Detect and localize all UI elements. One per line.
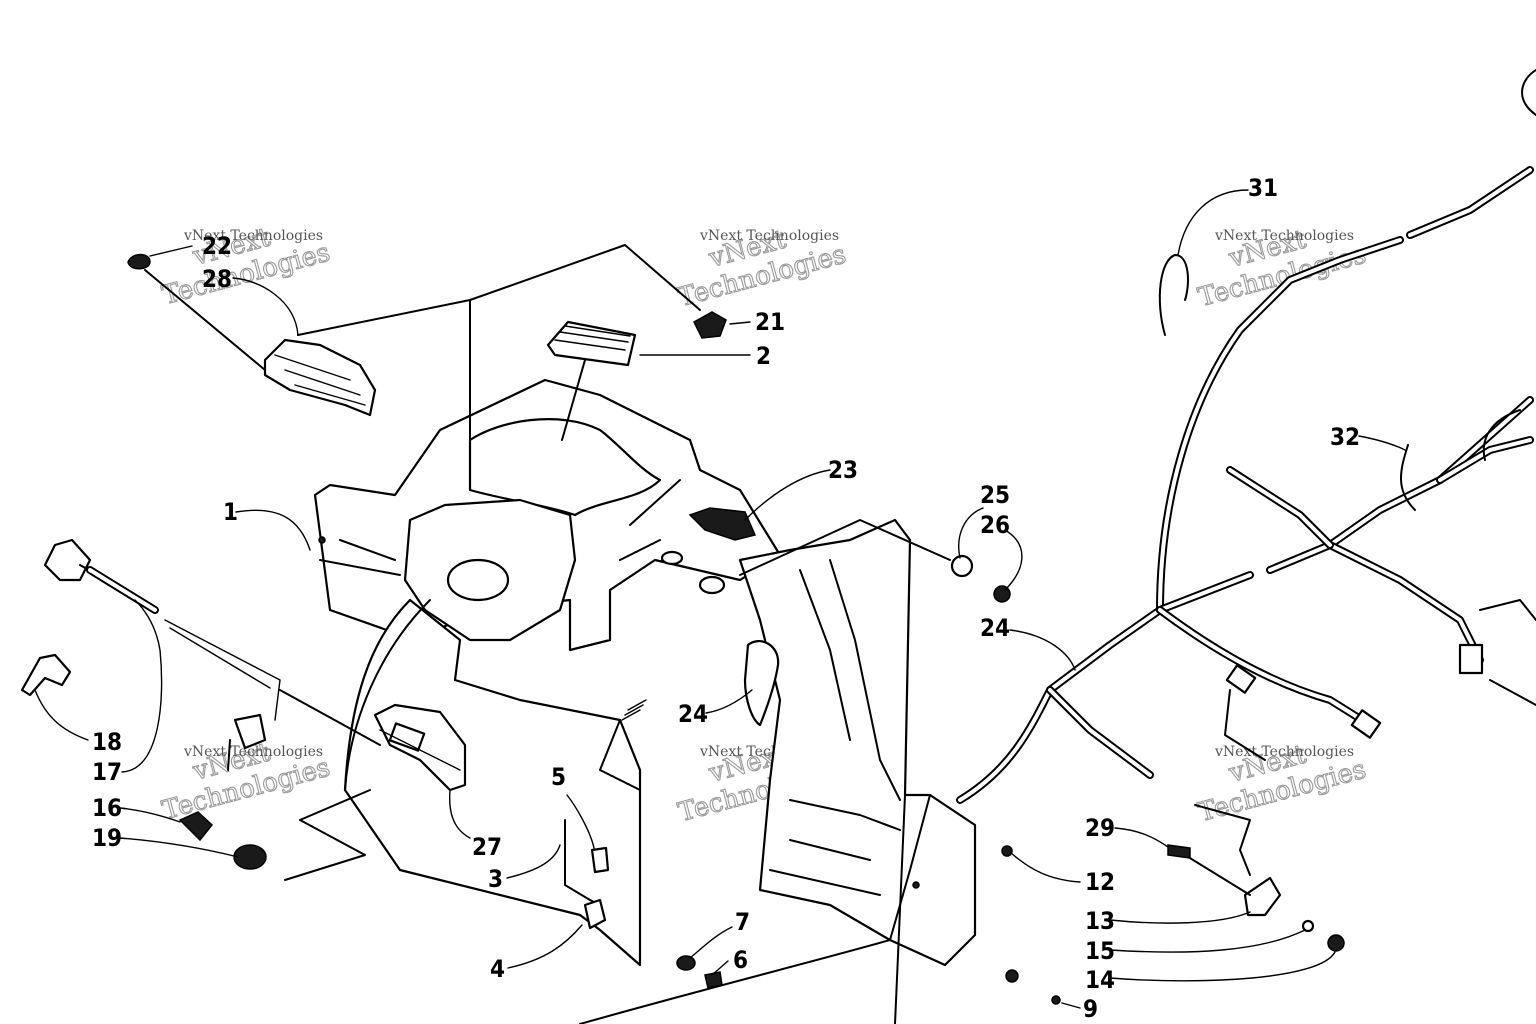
watermark-top-left: vNext Technologies xyxy=(159,222,334,312)
knob-14-part xyxy=(1327,934,1345,952)
callout-2: 2 xyxy=(756,342,771,370)
watermark-small: vNext Technologies xyxy=(183,228,323,244)
callout-17: 17 xyxy=(92,758,122,786)
watermark-small: vNext Technologies xyxy=(1214,744,1354,760)
washer-15-part xyxy=(1301,919,1315,933)
watermark-bottom-right: vNext Technologies xyxy=(1195,739,1370,829)
leader-lines xyxy=(34,189,1406,1009)
callout-14: 14 xyxy=(1085,966,1115,994)
console-body-part xyxy=(313,378,977,1024)
callout-13: 13 xyxy=(1085,907,1115,935)
callout-1: 1 xyxy=(223,498,238,526)
nut-9a-part xyxy=(1005,969,1019,983)
latch-part xyxy=(743,640,780,727)
callout-27: 27 xyxy=(472,833,502,861)
callout-9: 9 xyxy=(1083,995,1098,1023)
watermark-small: vNext Technologies xyxy=(1214,228,1354,244)
callout-4: 4 xyxy=(490,955,505,983)
bracket-4-part xyxy=(583,898,607,930)
watermark-small: vNext Technologies xyxy=(699,228,839,244)
clip-5-part xyxy=(590,846,610,874)
nut-9b-part xyxy=(1051,995,1061,1005)
bracket-part xyxy=(688,507,757,541)
decal-part xyxy=(546,320,637,441)
callout-21: 21 xyxy=(755,308,785,336)
callout-19: 19 xyxy=(92,824,122,852)
wiring-harness-part xyxy=(956,69,1536,876)
tail-light-part xyxy=(279,689,467,881)
wire-loop-part xyxy=(1158,254,1189,336)
headlight-lens-part xyxy=(144,269,377,417)
callout-22: 22 xyxy=(202,232,232,260)
wire-32-part xyxy=(1400,444,1416,511)
callout-23: 23 xyxy=(828,456,858,484)
nut-12-part xyxy=(1001,845,1013,857)
ignition-switch-part xyxy=(43,538,281,771)
callout-28: 28 xyxy=(202,265,232,293)
callout-labels: 1 2 3 4 5 6 7 9 12 13 14 15 16 17 18 19 … xyxy=(92,174,1360,1023)
clip-16-part xyxy=(178,811,214,842)
callout-31: 31 xyxy=(1248,174,1278,202)
callout-15: 15 xyxy=(1085,937,1115,965)
bolt-29-part xyxy=(1167,844,1191,859)
callout-16: 16 xyxy=(92,794,122,822)
callout-3: 3 xyxy=(488,865,503,893)
switch-block-part xyxy=(1243,876,1282,917)
key-part xyxy=(20,653,72,697)
callout-26: 26 xyxy=(980,511,1010,539)
grommet-part xyxy=(127,253,151,270)
callout-5: 5 xyxy=(551,763,566,791)
watermark-small: vNext Technologies xyxy=(183,744,323,760)
callout-7: 7 xyxy=(735,908,750,936)
callout-18: 18 xyxy=(92,728,122,756)
callout-24-latch: 24 xyxy=(678,700,708,728)
clip-part xyxy=(693,311,727,339)
callout-25: 25 xyxy=(980,481,1010,509)
callout-6: 6 xyxy=(733,946,748,974)
callout-24-harness: 24 xyxy=(980,614,1010,642)
callout-29: 29 xyxy=(1085,814,1115,842)
callout-32: 32 xyxy=(1330,423,1360,451)
washer-7-part xyxy=(676,955,696,971)
clip-26-part xyxy=(993,585,1011,603)
watermark-top-center: vNext Technologies xyxy=(675,224,850,314)
grommet-25-part xyxy=(950,554,974,578)
callout-12: 12 xyxy=(1085,868,1115,896)
switch-19-part xyxy=(233,844,267,870)
